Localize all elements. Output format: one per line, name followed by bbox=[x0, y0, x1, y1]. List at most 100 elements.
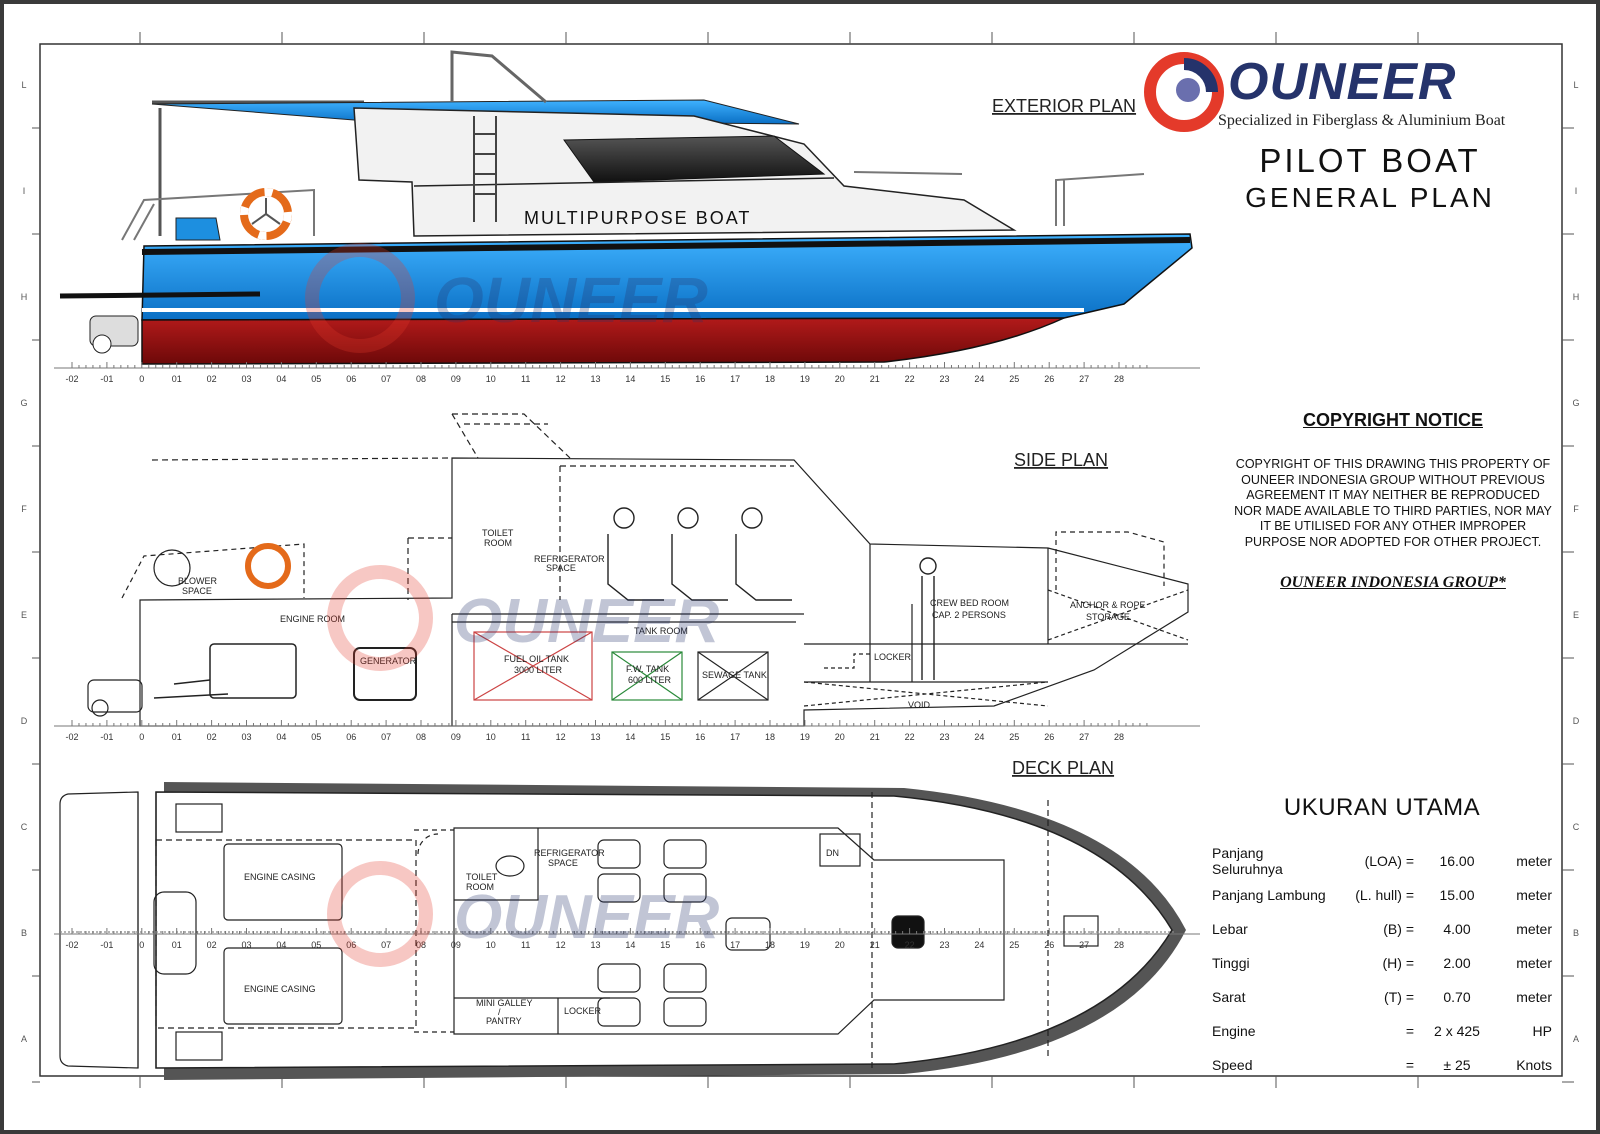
frame-number-label: -01 bbox=[100, 940, 113, 950]
frame-number-label: 03 bbox=[241, 940, 251, 950]
frame-number-label: 17 bbox=[730, 374, 740, 384]
side-label-anchor-1: ANCHOR & ROPE bbox=[1070, 600, 1146, 610]
frame-number-label: -01 bbox=[100, 732, 113, 742]
frame-number-label: 11 bbox=[521, 732, 530, 742]
frame-number-label: 25 bbox=[1009, 374, 1019, 384]
spec-name: Panjang Seluruhnya bbox=[1212, 845, 1283, 877]
frame-number-label: 23 bbox=[939, 374, 949, 384]
frame-number-label: 28 bbox=[1114, 732, 1124, 742]
side-label-fw-1: F.W. TANK bbox=[626, 664, 669, 674]
side-label-fridge-2: SPACE bbox=[546, 563, 576, 573]
frame-number-label: 14 bbox=[625, 732, 635, 742]
spec-abbr: (LOA) = bbox=[1364, 853, 1414, 869]
deck-label-toilet-1: TOILET bbox=[466, 872, 498, 882]
sewage-tank-cross bbox=[697, 651, 769, 701]
frame-number-label: 26 bbox=[1044, 940, 1054, 950]
aft-canopy-frame bbox=[152, 100, 364, 236]
engine-casing-top bbox=[223, 843, 343, 921]
frame-number-label: 17 bbox=[730, 940, 740, 950]
frame-number-label: 18 bbox=[765, 374, 775, 384]
spec-name: Panjang Lambung bbox=[1212, 887, 1326, 903]
drawing-frame bbox=[39, 43, 1563, 1077]
doorway-arcs bbox=[414, 829, 454, 1033]
spec-abbr: = bbox=[1405, 1023, 1414, 1039]
deck-label-toilet-2: ROOM bbox=[466, 882, 494, 892]
frame-number-label: 22 bbox=[905, 374, 915, 384]
frame-number-label: 13 bbox=[590, 374, 600, 384]
frame-number-label: 08 bbox=[416, 374, 426, 384]
frame-number-label: -01 bbox=[100, 374, 113, 384]
sewage-tank-outline bbox=[697, 651, 769, 701]
void-cross bbox=[803, 681, 1049, 707]
brand-swirl-icon bbox=[1144, 52, 1224, 132]
frame-number-label: 0 bbox=[139, 940, 144, 950]
spec-value: ± 25 bbox=[1443, 1057, 1471, 1073]
cabin-stripe bbox=[413, 177, 835, 187]
side-hull-outline bbox=[139, 457, 1189, 727]
copyright-heading: COPYRIGHT NOTICE bbox=[1302, 410, 1483, 430]
aft-hatch-bottom bbox=[175, 1031, 223, 1061]
deck-label-fridge-1: REFRIGERATOR bbox=[534, 848, 605, 858]
deck-hull-outline bbox=[155, 791, 1173, 1069]
frame-number-label: 04 bbox=[276, 940, 286, 950]
frame-number-label: 18 bbox=[765, 732, 775, 742]
frame-number-label: 05 bbox=[311, 732, 321, 742]
spec-unit: Knots bbox=[1516, 1057, 1552, 1073]
frame-number-label: 16 bbox=[695, 940, 705, 950]
frame-number-label: 19 bbox=[800, 940, 810, 950]
side-bow-rail bbox=[1055, 531, 1165, 590]
frame-number-label: 01 bbox=[172, 940, 182, 950]
watermark-text-2: OUNEER bbox=[454, 587, 719, 656]
deck-plan bbox=[59, 782, 1186, 1080]
border-letter: A bbox=[1573, 1034, 1579, 1044]
toilet-bowl-icon bbox=[495, 855, 525, 877]
side-label-fridge-1: REFRIGERATOR bbox=[534, 554, 605, 564]
frame-number-label: 15 bbox=[660, 374, 670, 384]
side-label-crew-2: CAP. 2 PERSONS bbox=[932, 610, 1006, 620]
deck-section-lines bbox=[871, 792, 1049, 1068]
dn-hatch bbox=[819, 833, 861, 867]
frame-number-label: 10 bbox=[486, 374, 496, 384]
frame-number-label: 25 bbox=[1009, 940, 1019, 950]
spec-unit: meter bbox=[1516, 921, 1552, 937]
brand-logo: OUNEER Specialized in Fiberglass & Alumi… bbox=[1142, 50, 1552, 140]
border-letter: H bbox=[21, 292, 28, 302]
cabin-partitions bbox=[454, 828, 610, 1034]
copyright-notice: COPYRIGHT NOTICE COPYRIGHT OF THIS DRAWI… bbox=[1232, 410, 1554, 592]
frame-number-label: 22 bbox=[905, 732, 915, 742]
border-letter: G bbox=[20, 398, 27, 408]
frame-number-label: 06 bbox=[346, 374, 356, 384]
copyright-body: COPYRIGHT OF THIS DRAWING THIS PROPERTY … bbox=[1234, 457, 1552, 549]
frame-number-label: 06 bbox=[346, 732, 356, 742]
border-letter: C bbox=[1573, 822, 1580, 832]
side-plan-labels: TOILET ROOM REFRIGERATOR SPACE BLOWER SP… bbox=[178, 450, 1146, 710]
fw-tank-cross bbox=[611, 651, 683, 701]
border-letter: D bbox=[21, 716, 28, 726]
border-letter: L bbox=[1573, 80, 1578, 90]
frame-number-label: 07 bbox=[381, 374, 391, 384]
frame-number-label: 21 bbox=[870, 374, 880, 384]
brand-name: OUNEER bbox=[1228, 53, 1457, 111]
aft-seat-block bbox=[175, 217, 221, 241]
generator-box bbox=[353, 647, 417, 701]
side-label-void: VOID bbox=[908, 700, 931, 710]
frame-number-label: 18 bbox=[765, 940, 775, 950]
spec-unit: meter bbox=[1516, 989, 1552, 1005]
aft-railing bbox=[121, 188, 315, 241]
side-label-fuel-1: FUEL OIL TANK bbox=[504, 654, 569, 664]
frame-number-label: 03 bbox=[241, 732, 251, 742]
frame-number-label: 05 bbox=[311, 374, 321, 384]
exterior-plan-title: EXTERIOR PLAN bbox=[992, 96, 1136, 116]
hull-bottom bbox=[141, 317, 1065, 365]
engine-casing-bottom bbox=[223, 947, 343, 1025]
frame-number-label: 11 bbox=[521, 940, 530, 950]
frame-number-label: 22 bbox=[905, 940, 915, 950]
